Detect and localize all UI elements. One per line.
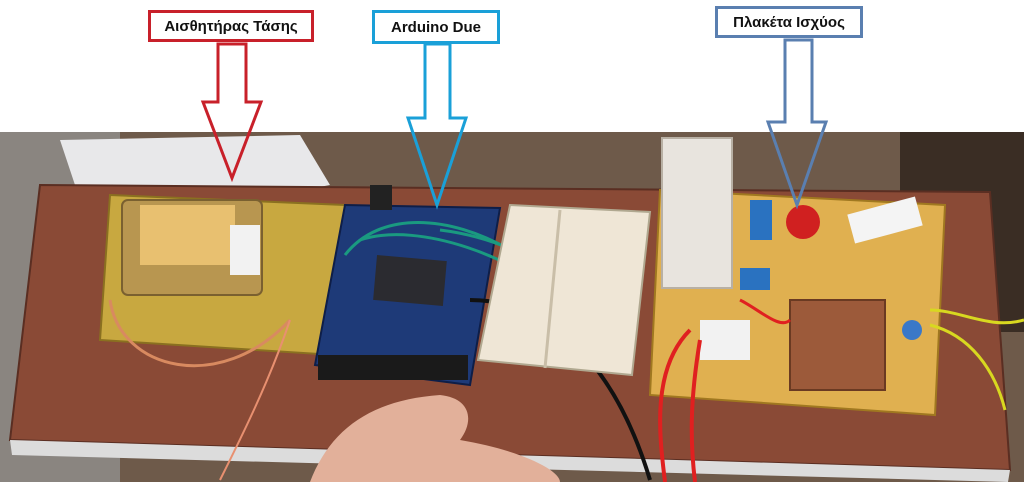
red-wire-3	[739, 298, 792, 325]
arduino-headers	[318, 355, 468, 380]
voltage-sensor-label: Αισθητήρας Τάσης	[148, 10, 314, 42]
ceramic-resistor	[847, 196, 923, 244]
breadboard	[476, 203, 652, 377]
power-board-arrow	[765, 38, 829, 210]
arduino-chip	[373, 255, 447, 306]
yellow-wire-1	[929, 308, 1024, 325]
power-transformer	[789, 299, 886, 391]
power-board-label: Πλακέτα Ισχύος	[715, 6, 863, 38]
terminal-block-2	[740, 268, 770, 290]
voltage-sensor-arrow	[200, 42, 264, 183]
breadboard-channel	[543, 209, 562, 369]
red-wire-2	[689, 339, 702, 482]
power-board-label-text: Πλακέτα Ισχύος	[733, 13, 845, 31]
transformer-label	[230, 225, 260, 275]
hand	[310, 395, 560, 482]
arduino-arrow	[405, 42, 469, 210]
toroid-inductor	[786, 205, 820, 239]
heat-sink	[661, 137, 733, 289]
dc-jack	[370, 185, 392, 210]
red-wire-1	[658, 328, 692, 482]
voltage-sensor-label-text: Αισθητήρας Τάσης	[164, 17, 298, 35]
terminal-block-1	[750, 200, 772, 240]
arduino-label-text: Arduino Due	[391, 18, 481, 36]
sensor-wire	[108, 299, 292, 368]
capacitor	[902, 320, 922, 340]
sensor-wire-2	[219, 319, 291, 481]
arduino-label: Arduino Due	[372, 10, 500, 44]
screw-terminal	[700, 320, 750, 360]
transformer-winding	[140, 205, 235, 265]
jumper-wire-1	[343, 221, 511, 256]
yellow-wire-2	[929, 323, 1007, 411]
